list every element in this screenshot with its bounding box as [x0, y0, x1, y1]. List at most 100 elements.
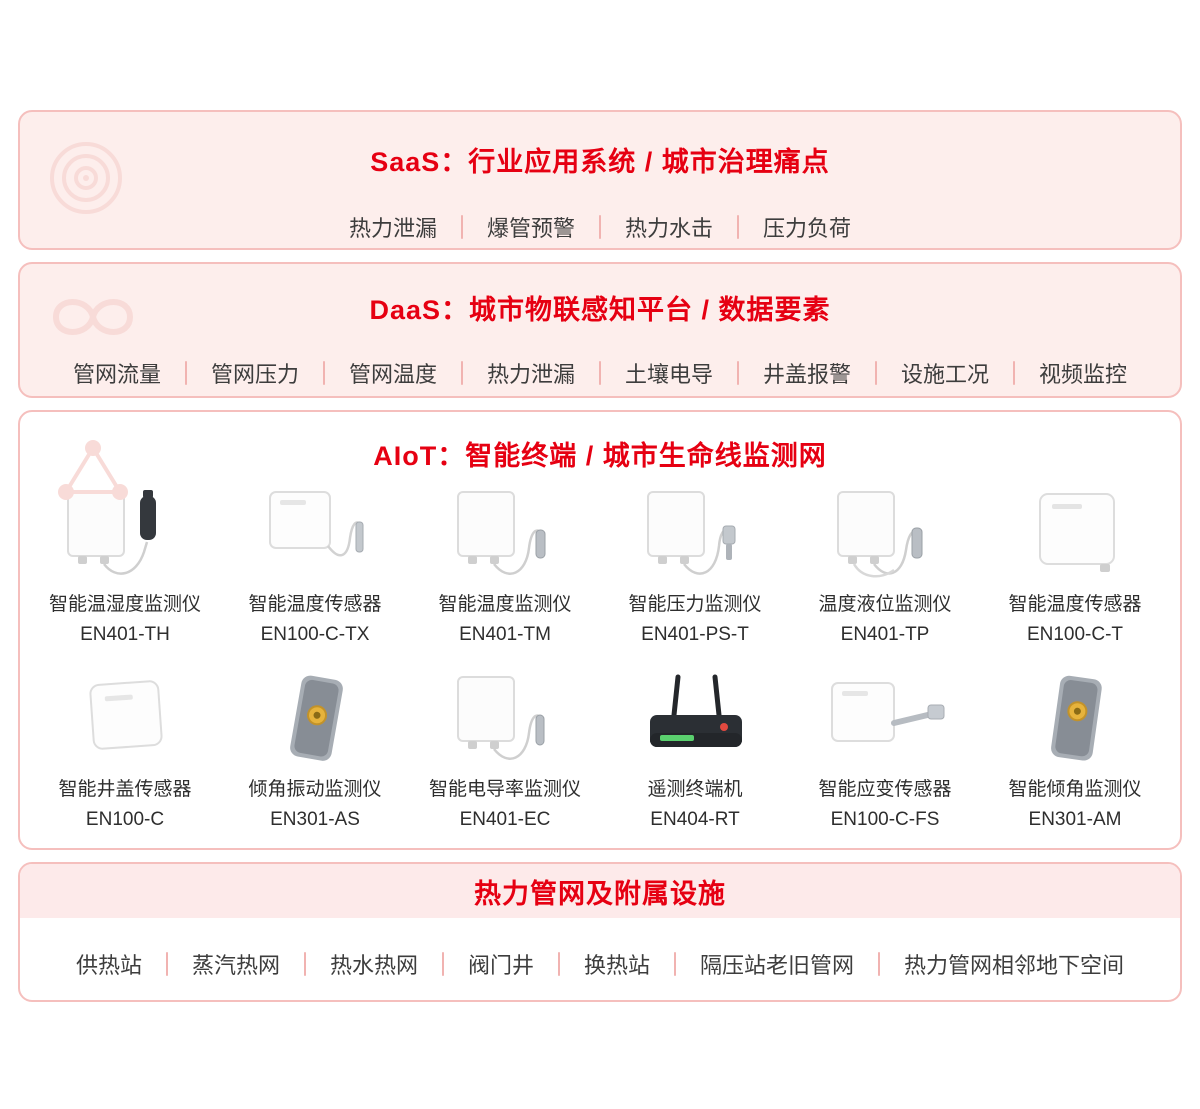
product-name: 智能电导率监测仪 [428, 779, 581, 800]
item-separator [875, 361, 878, 385]
item-separator [460, 215, 463, 239]
product-name: 遥测终端机 [647, 779, 743, 800]
item-separator [165, 952, 168, 976]
product-card: 智能温度监测仪 EN401-TM [410, 485, 600, 646]
product-caption: 智能温度传感器 EN100-C-TX [220, 589, 410, 646]
saas-items-row: 热力泄漏 爆管预警 热力水击 压力负荷 [20, 211, 1180, 243]
product-model: EN100-C-FS [830, 809, 940, 830]
aiot-title: AIoT：智能终端 / 城市生命线监测网 [373, 441, 827, 471]
manhole-sensor-image [30, 670, 220, 772]
product-caption: 智能压力监测仪 EN401-PS-T [600, 589, 790, 646]
product-card: 智能温湿度监测仪 EN401-TH [30, 485, 220, 646]
facilities-title: 热力管网及附属设施 [474, 878, 726, 909]
product-model: EN100-C-TX [260, 624, 370, 645]
facility-item: 换热站 [584, 953, 651, 978]
aiot-panel: AIoT：智能终端 / 城市生命线监测网 智能温湿度监测仪 EN [18, 410, 1182, 850]
product-caption: 温度液位监测仪 EN401-TP [790, 589, 980, 646]
product-card: 智能井盖传感器 EN100-C [30, 670, 220, 831]
daas-item: 视频监控 [1039, 362, 1128, 387]
product-name: 智能温度传感器 [248, 594, 382, 615]
temperature-monitor-image [410, 485, 600, 587]
tilt-monitor-image [980, 670, 1170, 772]
product-caption: 智能应变传感器 EN100-C-FS [790, 774, 980, 831]
product-name: 智能井盖传感器 [58, 779, 192, 800]
aiot-product-grid: 智能温湿度监测仪 EN401-TH 智能温度传感器 EN100-C-TX [20, 485, 1180, 831]
item-separator [303, 952, 306, 976]
product-card: 智能温度传感器 EN100-C-T [980, 485, 1170, 646]
product-card: 智能温度传感器 EN100-C-TX [220, 485, 410, 646]
daas-title: DaaS：城市物联感知平台 / 数据要素 [369, 295, 831, 325]
item-separator [599, 361, 601, 385]
product-caption: 智能井盖传感器 EN100-C [30, 774, 220, 831]
product-name: 智能温度监测仪 [438, 594, 572, 615]
product-model: EN401-TP [840, 624, 930, 645]
saas-item: 热力泄漏 [348, 216, 437, 241]
product-name: 智能压力监测仪 [628, 594, 762, 615]
product-card: 温度液位监测仪 EN401-TP [790, 485, 980, 646]
item-separator [737, 361, 740, 385]
product-model: EN401-PS-T [641, 624, 749, 645]
item-separator [878, 952, 881, 976]
product-name: 智能应变传感器 [818, 779, 952, 800]
product-model: EN301-AM [1028, 809, 1122, 830]
facility-item: 热力管网相邻地下空间 [904, 953, 1125, 978]
strain-sensor-image [790, 670, 980, 772]
saas-panel: SaaS：行业应用系统 / 城市治理痛点 热力泄漏 爆管预警 热力水击 压力负荷 [18, 110, 1182, 250]
product-name: 温度液位监测仪 [818, 594, 952, 615]
product-caption: 智能温度监测仪 EN401-TM [410, 589, 600, 646]
facilities-panel: 热力管网及附属设施 供热站 蒸汽热网 热水热网 阀门井 换热站 隔压站老旧管网 … [18, 862, 1182, 1002]
saas-item: 压力负荷 [763, 216, 852, 241]
product-model: EN100-C-T [1026, 624, 1124, 645]
facility-item: 隔压站老旧管网 [700, 953, 855, 978]
product-card: 智能倾角监测仪 EN301-AM [980, 670, 1170, 831]
item-separator [674, 952, 677, 976]
product-caption: 智能温湿度监测仪 EN401-TH [30, 589, 220, 646]
temperature-level-monitor-image [790, 485, 980, 587]
telemetry-terminal-image [600, 670, 790, 772]
facilities-items-row: 供热站 蒸汽热网 热水热网 阀门井 换热站 隔压站老旧管网 热力管网相邻地下空间 [20, 948, 1180, 980]
product-card: 智能应变传感器 EN100-C-FS [790, 670, 980, 831]
item-separator [460, 361, 463, 385]
product-caption: 倾角振动监测仪 EN301-AS [220, 774, 410, 831]
tilt-vibration-monitor-image [220, 670, 410, 772]
item-separator [184, 361, 187, 385]
product-model: EN100-C [85, 809, 165, 830]
item-separator [1013, 361, 1016, 385]
facility-item: 热水热网 [329, 953, 418, 978]
pressure-monitor-image [600, 485, 790, 587]
daas-item: 热力泄漏 [486, 362, 575, 387]
daas-item: 管网流量 [72, 362, 161, 387]
product-caption: 智能倾角监测仪 EN301-AM [980, 774, 1170, 831]
facility-item: 蒸汽热网 [191, 953, 280, 978]
product-card: 遥测终端机 EN404-RT [600, 670, 790, 831]
product-model: EN401-TH [80, 624, 170, 645]
daas-item: 土壤电导 [625, 362, 714, 387]
facility-item: 供热站 [75, 953, 142, 978]
product-model: EN404-RT [650, 809, 740, 830]
product-name: 倾角振动监测仪 [248, 779, 382, 800]
product-model: EN301-AS [270, 809, 360, 830]
daas-panel: DaaS：城市物联感知平台 / 数据要素 管网流量 管网压力 管网温度 热力泄漏… [18, 262, 1182, 398]
product-name: 智能温度传感器 [1008, 594, 1142, 615]
temperature-humidity-monitor-image [30, 485, 220, 587]
saas-title: SaaS：行业应用系统 / 城市治理痛点 [370, 147, 830, 177]
daas-items-row: 管网流量 管网压力 管网温度 热力泄漏 土壤电导 井盖报警 设施工况 视频监控 [20, 357, 1180, 389]
item-separator [737, 215, 740, 239]
conductivity-monitor-image [410, 670, 600, 772]
item-separator [599, 215, 601, 239]
saas-item: 热力水击 [625, 216, 714, 241]
temperature-sensor-image [220, 485, 410, 587]
saas-item: 爆管预警 [486, 216, 575, 241]
temperature-sensor-image [980, 485, 1170, 587]
product-model: EN401-TM [459, 624, 551, 645]
product-caption: 智能电导率监测仪 EN401-EC [410, 774, 600, 831]
item-separator [558, 952, 560, 976]
product-card: 智能压力监测仪 EN401-PS-T [600, 485, 790, 646]
facility-item: 阀门井 [467, 953, 534, 978]
product-caption: 智能温度传感器 EN100-C-T [980, 589, 1170, 646]
product-name: 智能温湿度监测仪 [48, 594, 201, 615]
daas-item: 管网温度 [348, 362, 437, 387]
daas-item: 井盖报警 [763, 362, 852, 387]
product-card: 倾角振动监测仪 EN301-AS [220, 670, 410, 831]
